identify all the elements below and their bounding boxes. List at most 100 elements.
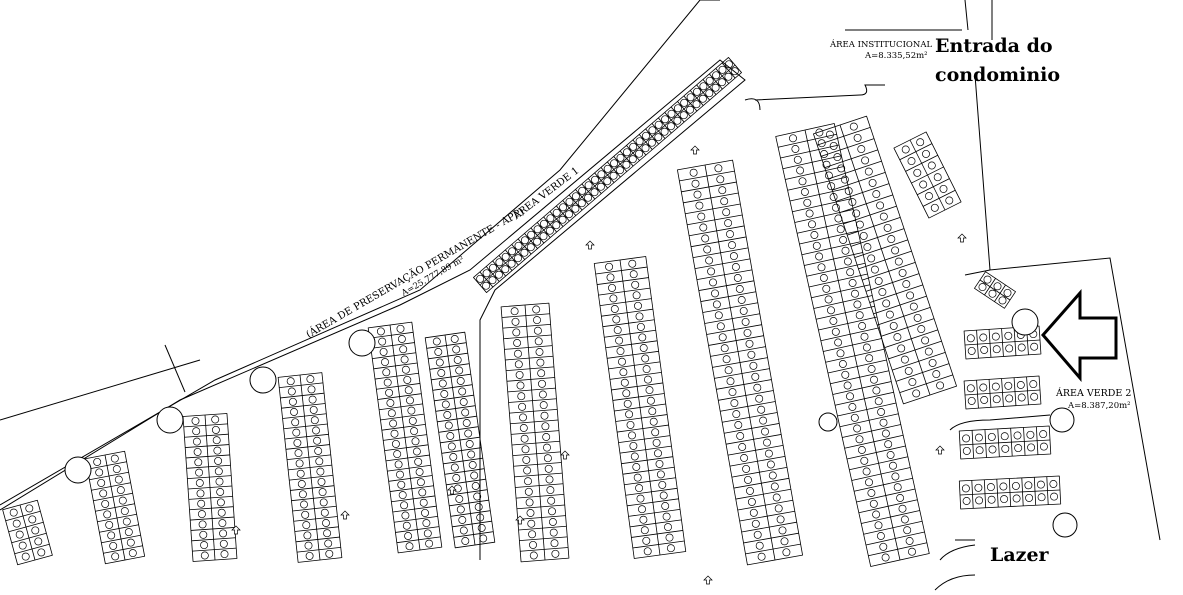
lot-marker-icon <box>815 128 824 137</box>
lot-marker-icon <box>382 368 391 377</box>
lot-marker-icon <box>992 345 1001 354</box>
lot-marker-icon <box>974 433 983 442</box>
lot-divider <box>97 513 137 523</box>
road-arrow-icon <box>690 145 700 155</box>
lot-marker-icon <box>796 166 805 175</box>
lot-marker-icon <box>843 257 852 266</box>
lot-marker-icon <box>453 356 462 364</box>
lot-marker-icon <box>551 549 560 558</box>
lot-marker-icon <box>908 547 916 556</box>
lot-marker-icon <box>741 317 750 326</box>
lot-marker-icon <box>520 236 529 245</box>
lot-divider <box>813 295 873 309</box>
lot-marker-icon <box>391 439 400 448</box>
lot-divider <box>291 495 336 502</box>
lot-marker-icon <box>616 347 625 356</box>
lot-divider <box>739 510 795 522</box>
lot-marker-icon <box>1050 492 1059 501</box>
lot-marker-icon <box>418 488 427 497</box>
lot-divider <box>692 247 749 259</box>
lot-divider <box>627 498 679 507</box>
lot-divider <box>976 380 979 409</box>
lot-divider <box>504 345 553 350</box>
lot-marker-icon <box>822 160 831 169</box>
lot-divider <box>706 324 762 335</box>
lot-marker-icon <box>913 168 922 177</box>
lot-marker-icon <box>774 504 783 513</box>
lot-divider <box>285 444 330 450</box>
lot-marker-icon <box>526 243 535 252</box>
lot-marker-icon <box>101 499 110 508</box>
lot-divider <box>91 482 131 491</box>
lot-marker-icon <box>15 530 24 539</box>
lot-marker-icon <box>747 350 756 359</box>
lot-divider <box>369 331 414 339</box>
lot-marker-icon <box>867 254 876 263</box>
lot-marker-icon <box>543 443 551 452</box>
lot-marker-icon <box>404 532 413 540</box>
lot-divider <box>503 334 552 340</box>
lot-marker-icon <box>1029 380 1038 389</box>
lot-marker-icon <box>903 526 912 535</box>
lot-block <box>277 372 343 563</box>
lot-divider <box>581 183 596 200</box>
lot-marker-icon <box>394 460 403 469</box>
lot-marker-icon <box>716 322 725 331</box>
lot-marker-icon <box>301 510 310 519</box>
lot-divider <box>501 313 550 318</box>
lot-divider <box>562 200 577 216</box>
lot-marker-icon <box>212 436 221 445</box>
lot-divider <box>188 495 233 500</box>
lot-marker-icon <box>744 475 752 484</box>
lot-divider <box>479 271 494 288</box>
lot-marker-icon <box>905 537 914 545</box>
lot-divider <box>844 434 904 449</box>
lot-marker-icon <box>191 416 200 425</box>
lot-marker-icon <box>862 467 871 476</box>
lot-marker-icon <box>836 225 845 234</box>
lot-divider <box>5 510 41 522</box>
lot-marker-icon <box>546 214 555 223</box>
lot-marker-icon <box>286 377 295 386</box>
lot-marker-icon <box>851 289 859 298</box>
road-arrow-icon <box>585 240 595 250</box>
lot-divider <box>568 194 583 211</box>
lot-marker-icon <box>831 327 840 336</box>
lot-marker-icon <box>641 354 650 363</box>
lot-block <box>182 413 238 562</box>
lot-divider <box>873 295 927 315</box>
lot-centerline <box>979 279 1011 301</box>
lot-divider <box>602 319 655 328</box>
lot-marker-icon <box>304 541 313 550</box>
lot-divider <box>185 444 230 448</box>
lot-marker-icon <box>198 520 207 529</box>
lot-marker-icon <box>780 537 789 546</box>
lot-marker-icon <box>389 419 398 428</box>
lot-divider <box>594 172 608 189</box>
lot-marker-icon <box>477 524 486 532</box>
lot-divider <box>396 536 441 544</box>
lot-marker-icon <box>543 454 552 463</box>
lot-divider <box>720 401 776 412</box>
lot-marker-icon <box>731 263 740 271</box>
lot-marker-icon <box>18 541 27 550</box>
lot-divider <box>281 403 326 409</box>
lot-marker-icon <box>697 212 706 221</box>
lot-divider <box>587 178 602 194</box>
lot-marker-icon <box>967 346 976 355</box>
lot-marker-icon <box>524 487 533 496</box>
lot-marker-icon <box>510 307 519 316</box>
lot-marker-icon <box>215 477 224 486</box>
lot-marker-icon <box>718 78 726 87</box>
lot-divider <box>716 379 772 390</box>
lot-marker-icon <box>827 182 836 191</box>
lot-marker-icon <box>636 494 645 503</box>
lot-marker-icon <box>757 405 766 414</box>
lot-divider <box>293 516 338 522</box>
lot-divider <box>825 348 885 363</box>
lot-marker-icon <box>103 510 112 519</box>
lot-marker-icon <box>853 424 862 433</box>
road-arrows <box>231 145 967 585</box>
lot-divider <box>14 543 50 555</box>
lot-marker-icon <box>455 366 464 375</box>
